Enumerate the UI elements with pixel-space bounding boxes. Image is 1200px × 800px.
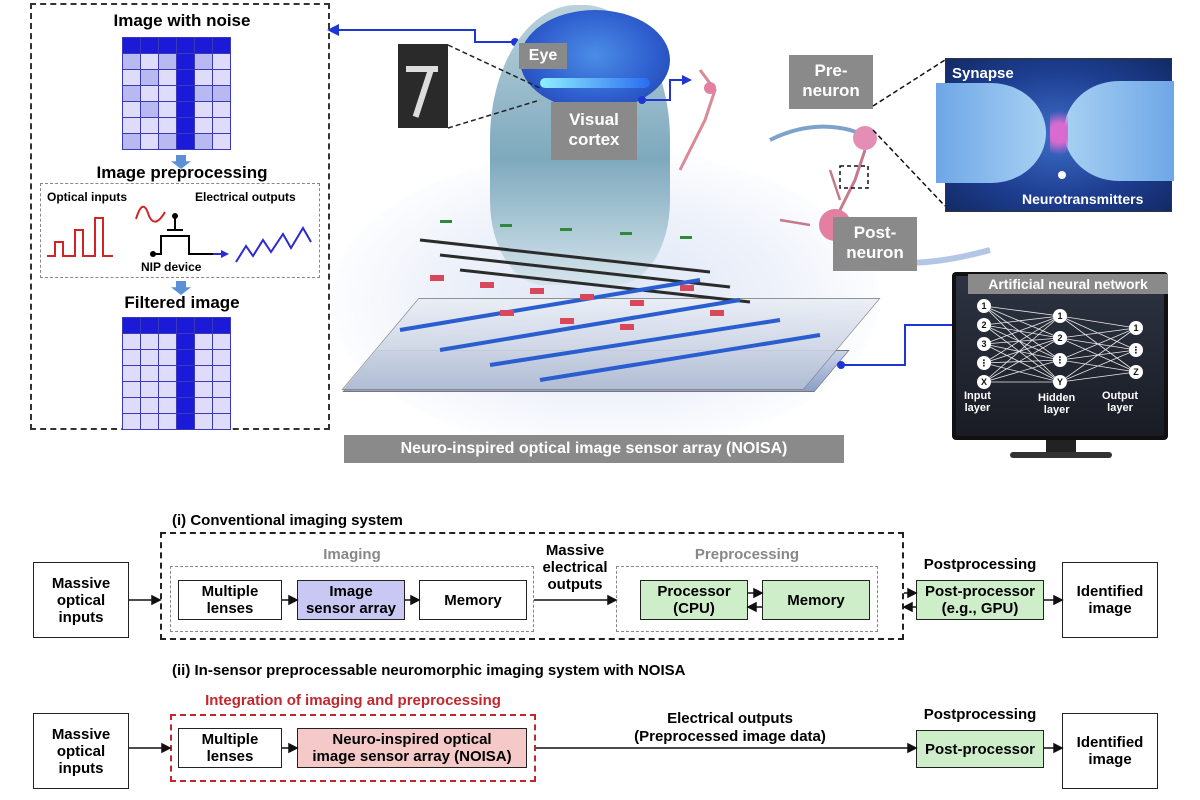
noise-image-title: Image with noise <box>113 11 251 30</box>
conventional-heading: (i) Conventional imaging system <box>172 512 403 529</box>
massive-inputs-box-2: Massive optical inputs <box>33 713 129 789</box>
integration-label: Integration of imaging and preprocessing <box>205 692 501 709</box>
ann-node: 2 <box>977 318 991 332</box>
preprocessing-panel: Image with noise Image preprocessing Opt… <box>30 3 330 430</box>
conventional-arrows <box>129 587 1064 613</box>
input-layer-label: Input layer <box>964 390 991 414</box>
ann-screen: Artificial neural network 1 2 3 ⋮ X 1 2 ⋮ Y 1 ⋮ Z I… <box>956 274 1168 436</box>
electrical-outputs-label: Electrical outputs <box>195 190 296 204</box>
massive-inputs-box: Massive optical inputs <box>33 562 129 638</box>
ann-node: ⋮ <box>977 356 991 370</box>
eye-label: Eye <box>519 43 567 69</box>
ann-node: 3 <box>977 337 991 351</box>
imaging-group-label: Imaging <box>323 546 381 563</box>
signal-waveforms <box>47 205 312 263</box>
preprocessing-group <box>616 566 878 632</box>
preprocessing-group-label: Preprocessing <box>694 546 800 563</box>
preprocessing-box: Optical inputs Electrical outputs NIP de… <box>40 183 320 278</box>
ann-node: 1 <box>1053 309 1067 323</box>
multiple-lenses-box: Multiple lenses <box>178 580 282 620</box>
ann-title: Artificial neural network <box>968 274 1168 294</box>
identified-image-box-2: Identified image <box>1062 713 1158 789</box>
imaging-group <box>170 566 534 632</box>
noisa-box: Neuro-inspired optical image sensor arra… <box>297 728 527 768</box>
hidden-layer-label: Hidden layer <box>1038 392 1076 416</box>
preprocessing-title: Image preprocessing <box>96 163 268 182</box>
electrical-outputs-label: Electrical outputs (Preprocessed image d… <box>634 710 826 745</box>
postprocessing-label-2: Postprocessing <box>923 706 1037 723</box>
filtered-image-title: Filtered image <box>124 293 240 312</box>
processor-box: Processor (CPU) <box>640 580 748 620</box>
ann-node: Y <box>1053 375 1067 389</box>
postprocessing-label-1: Postprocessing <box>923 556 1037 573</box>
noisy-image-grid <box>122 37 231 150</box>
ann-node: 2 <box>1053 331 1067 345</box>
conventional-system-frame <box>160 532 904 640</box>
memory-box-2: Memory <box>762 580 870 620</box>
ann-node: ⋮ <box>1053 353 1067 367</box>
ann-node: 1 <box>1129 321 1143 335</box>
memory-box-1: Memory <box>419 580 527 620</box>
neurotransmitter-dot-icon <box>1058 171 1066 179</box>
electrode-lines <box>399 220 821 382</box>
neuromorphic-arrows <box>129 742 1064 754</box>
pre-neuron-label: Pre- neuron <box>789 55 873 109</box>
filtered-image-grid <box>122 317 231 430</box>
post-processor-box-2: Post-processor <box>916 730 1044 768</box>
optic-signal <box>540 78 650 88</box>
ann-node: 1 <box>977 299 991 313</box>
sensor-caption: Neuro-inspired optical image sensor arra… <box>344 435 844 463</box>
visual-cortex-label: Visual cortex <box>551 102 637 160</box>
post-processor-box-1: Post-processor (e.g., GPU) <box>916 580 1044 620</box>
synapse-label: Synapse <box>952 65 1014 82</box>
monitor-neck <box>1046 440 1076 454</box>
view-lines <box>447 44 541 129</box>
post-neuron-label: Post- neuron <box>833 217 917 271</box>
digit-image <box>398 44 448 128</box>
synapse-inset: Synapse Neurotransmitters <box>936 58 1174 212</box>
neurotransmitters-label: Neurotransmitters <box>1022 191 1144 207</box>
ann-node: X <box>977 375 991 389</box>
massive-outputs-label: Massive electrical outputs <box>542 542 608 593</box>
neuromorphic-heading: (ii) In-sensor preprocessable neuromorph… <box>172 662 686 679</box>
ann-connections <box>983 305 1137 383</box>
optical-inputs-label: Optical inputs <box>47 190 128 204</box>
multiple-lenses-box-2: Multiple lenses <box>178 728 282 768</box>
ann-node: ⋮ <box>1129 343 1143 357</box>
nip-device-label: NIP device <box>141 260 202 274</box>
ann-node: Z <box>1129 365 1143 379</box>
monitor-stand <box>1010 452 1112 458</box>
output-layer-label: Output layer <box>1102 390 1139 414</box>
cortex-connector <box>638 75 692 104</box>
image-sensor-array-box: Image sensor array <box>297 580 405 620</box>
synapse-zoom-lines <box>872 59 946 207</box>
identified-image-box-1: Identified image <box>1062 562 1158 638</box>
